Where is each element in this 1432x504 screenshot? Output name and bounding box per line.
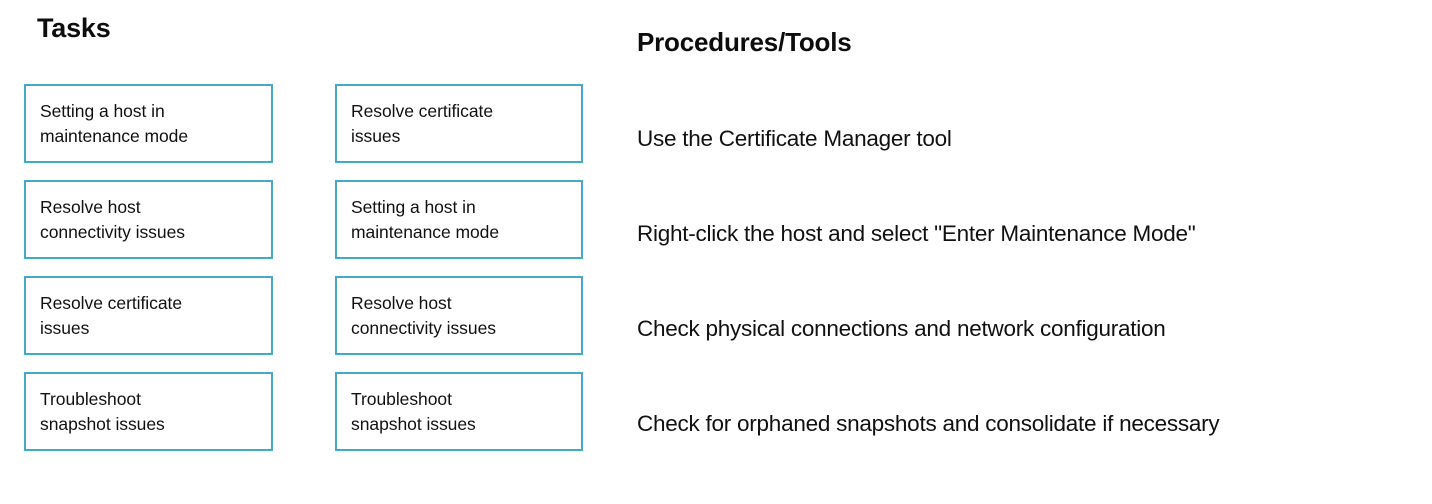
procedure-item: Use the Certificate Manager tool [637, 126, 952, 151]
task-label: Troubleshoot snapshot issues [351, 388, 476, 434]
tasks-column-left: Setting a host in maintenance mode Resol… [24, 84, 273, 451]
task-label: Resolve host connectivity issues [40, 196, 185, 242]
task-box[interactable]: Resolve host connectivity issues [24, 180, 273, 259]
task-box[interactable]: Resolve certificate issues [24, 276, 273, 355]
procedure-item: Check physical connections and network c… [637, 316, 1166, 341]
task-label: Setting a host in maintenance mode [351, 196, 500, 242]
procedure-item: Right-click the host and select "Enter M… [637, 221, 1196, 246]
task-label: Resolve certificate issues [40, 292, 183, 338]
task-box[interactable]: Resolve certificate issues [335, 84, 583, 163]
task-box[interactable]: Troubleshoot snapshot issues [335, 372, 583, 451]
slide-canvas: Tasks Procedures/Tools Setting a host in… [24, 13, 1220, 451]
procedure-item: Check for orphaned snapshots and consoli… [637, 411, 1220, 436]
procedures-tools-heading: Procedures/Tools [637, 27, 852, 57]
task-label: Resolve certificate issues [351, 100, 494, 146]
task-label: Setting a host in maintenance mode [40, 100, 189, 146]
tasks-heading: Tasks [37, 13, 111, 43]
task-box[interactable]: Setting a host in maintenance mode [335, 180, 583, 259]
task-box[interactable]: Troubleshoot snapshot issues [24, 372, 273, 451]
task-box[interactable]: Setting a host in maintenance mode [24, 84, 273, 163]
tasks-column-right: Resolve certificate issues Setting a hos… [335, 84, 583, 451]
task-label: Troubleshoot snapshot issues [40, 388, 165, 434]
procedures-list: Use the Certificate Manager tool Right-c… [637, 124, 1427, 504]
task-box[interactable]: Resolve host connectivity issues [335, 276, 583, 355]
task-label: Resolve host connectivity issues [351, 292, 496, 338]
